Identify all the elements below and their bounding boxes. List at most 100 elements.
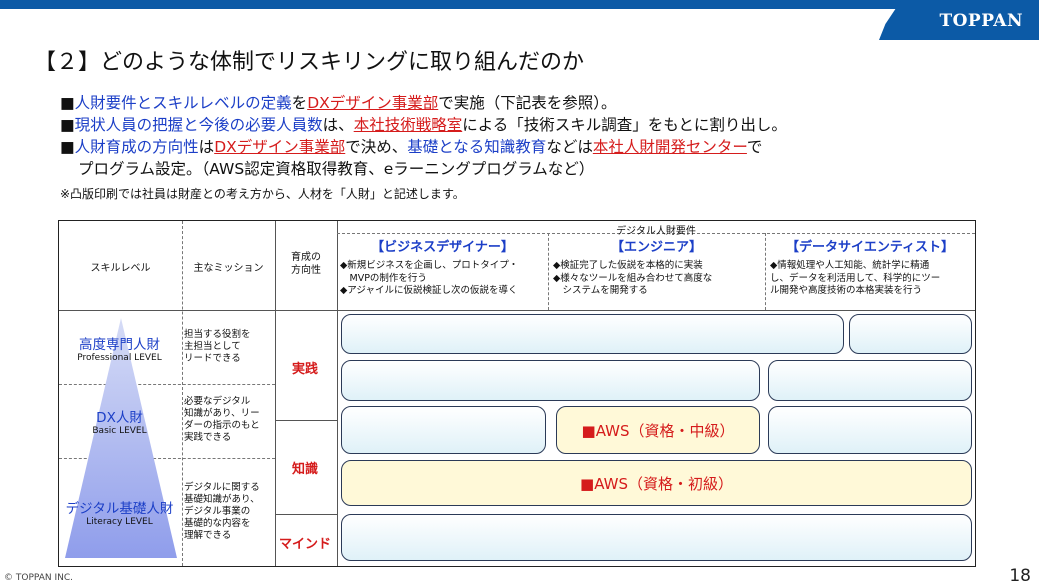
bullet-text: は、 (322, 116, 354, 134)
logo-tab (879, 0, 1039, 40)
mission-line: 基礎知識があり、 (184, 494, 260, 505)
bullet-text: 人財要件とスキルレベルの定義 (74, 94, 292, 112)
role-desc-line: ◆様々なツールを組み合わせて高度な (553, 272, 713, 284)
bullet-text: は (198, 138, 215, 156)
role-desc: ◆新規ビジネスを企画し、プロトタイプ・ MVPの制作を行う ◆アジャイルに仮説検… (337, 260, 548, 298)
program-pill (341, 360, 760, 401)
org-name: DXデザイン事業部 (214, 138, 346, 156)
program-pill (768, 406, 972, 454)
direction-practice: 実践 (291, 362, 318, 377)
bullet-text: 現状人員の把握と今後の必要人員数 (74, 116, 323, 134)
mission-line: 実践できる (184, 432, 232, 443)
role-title: 【データサイエンティスト】 (785, 240, 955, 255)
bullet-marker: ■ (60, 116, 75, 134)
role-desc: ◆検証完了した仮説を本格的に実装 ◆様々なツールを組み合わせて高度な システムを… (548, 260, 765, 298)
bullet-item: ■人財要件とスキルレベルの定義をDXデザイン事業部で実施（下記表を参照）。 (60, 92, 787, 114)
skills-table: スキルレベル 主なミッション 育成の 方向性 デジタル人財要件 【ビジネスデザイ… (58, 220, 976, 567)
top-accent-bar (0, 0, 1039, 9)
program-pill (341, 314, 844, 354)
role-desc: ◆情報処理や人工知能、統計学に精通 し、データを利活用して、科学的にツー ル開発… (765, 260, 975, 298)
aws-basic-label: ■AWS（資格・初級） (580, 474, 733, 493)
role-desc-line: ◆情報処理や人工知能、統計学に精通 (770, 260, 930, 271)
grid-line (275, 221, 276, 566)
bullet-text: による「技術スキル調査」をもとに割り出し。 (462, 116, 787, 134)
program-pill (768, 360, 972, 401)
bullet-continuation: プログラム設定。（AWS認定資格取得教育、eラーニングプログラムなど） (78, 160, 595, 178)
level-title: 高度専門人財 (79, 337, 160, 353)
toppan-logo: TOPPAN (939, 11, 1023, 31)
bullet-text: で実施（下記表を参照）。 (438, 94, 617, 112)
level-professional: 高度専門人財 Professional LEVEL (58, 333, 181, 363)
direction-knowledge: 知識 (291, 462, 318, 477)
level-subtitle: Literacy LEVEL (86, 517, 153, 527)
bullet-marker: ■ (60, 138, 75, 156)
program-pill (341, 514, 972, 561)
level-literacy: デジタル基礎人財 Literacy LEVEL (58, 497, 181, 527)
org-name: 本社技術戦略室 (353, 116, 463, 134)
level-title: デジタル基礎人財 (65, 501, 174, 517)
role-engineer: 【エンジニア】 ◆検証完了した仮説を本格的に実装 ◆様々なツールを組み合わせて高… (548, 236, 765, 298)
program-pill (341, 406, 546, 454)
aws-intermediate-label: ■AWS（資格・中級） (581, 421, 735, 440)
bullet-text: で決め、 (345, 138, 408, 156)
level-title: DX人財 (96, 410, 143, 426)
grid-line (59, 310, 975, 311)
header-digital-requirements: デジタル人財要件 (616, 226, 696, 237)
role-desc-line: ◆検証完了した仮説を本格的に実装 (553, 260, 703, 271)
level-subtitle: Professional LEVEL (77, 353, 162, 363)
role-desc-line: ◆新規ビジネスを企画し、プロトタイプ・ (340, 260, 519, 271)
page-number: 18 (1009, 566, 1031, 586)
mission-line: 理解できる (184, 530, 232, 541)
bullet-text: を (291, 94, 308, 112)
role-title: 【ビジネスデザイナー】 (371, 240, 514, 255)
bullet-marker: ■ (60, 94, 75, 112)
org-name: DXデザイン事業部 (307, 94, 439, 112)
role-data-scientist: 【データサイエンティスト】 ◆情報処理や人工知能、統計学に精通 し、データを利活… (765, 236, 975, 298)
mission-line: 必要なデジタル (184, 396, 251, 407)
mission-line: 主担当として (184, 341, 241, 352)
mission-literacy: デジタルに関する 基礎知識があり、 デジタル事業の 基礎的な内容を 理解できる (184, 482, 274, 542)
program-pill (849, 314, 972, 354)
mission-line: デジタルに関する (184, 482, 260, 493)
bullet-list: ■人財要件とスキルレベルの定義をDXデザイン事業部で実施（下記表を参照）。 ■現… (60, 92, 787, 180)
direction-mindset: マインド (278, 537, 331, 552)
mission-line: 基礎的な内容を (184, 518, 251, 529)
role-desc-line: ◆アジャイルに仮説検証し次の仮説を導く (340, 285, 518, 296)
role-business-designer: 【ビジネスデザイナー】 ◆新規ビジネスを企画し、プロトタイプ・ MVPの制作を行… (337, 236, 548, 298)
grid-line (337, 233, 975, 234)
footnote: ※凸版印刷では社員は財産との考え方から、人材を「人財」と記述します。 (60, 187, 465, 201)
aws-intermediate-pill: ■AWS（資格・中級） (556, 406, 760, 454)
level-basic: DX人財 Basic LEVEL (58, 406, 181, 436)
mission-line: ダーの指示のもと (184, 420, 260, 431)
role-desc-line: MVPの制作を行う (340, 272, 427, 284)
bullet-text: で (746, 138, 763, 156)
bullet-item: ■現状人員の把握と今後の必要人員数は、本社技術戦略室による「技術スキル調査」をも… (60, 114, 787, 136)
header-skill-level: スキルレベル (90, 263, 151, 274)
bullet-text: 基礎となる知識教育 (407, 138, 547, 156)
role-desc-line: し、データを利活用して、科学的にツー (770, 272, 941, 284)
role-desc-line: ル開発や高度技術の本格実装を行う (770, 285, 923, 296)
grid-line (59, 458, 275, 459)
header-mission: 主なミッション (193, 263, 264, 274)
role-title: 【エンジニア】 (610, 240, 702, 255)
bullet-text: などは (546, 138, 593, 156)
grid-line (59, 384, 275, 385)
mission-line: リードできる (184, 353, 241, 364)
grid-line (275, 514, 337, 515)
page-title: 【２】どのような体制でリスキリングに取り組んだのか (34, 50, 585, 75)
grid-line (182, 221, 183, 566)
grid-line (337, 221, 338, 566)
header-direction: 育成の 方向性 (291, 252, 321, 276)
bullet-text: 人財育成の方向性 (74, 138, 199, 156)
mission-basic: 必要なデジタル 知識があり、リー ダーの指示のもと 実践できる (184, 396, 274, 444)
copyright: © TOPPAN INC. (4, 573, 74, 583)
level-subtitle: Basic LEVEL (92, 426, 147, 436)
mission-line: 担当する役割を (184, 329, 251, 340)
grid-line (548, 233, 549, 310)
aws-basic-pill: ■AWS（資格・初級） (341, 460, 972, 506)
mission-line: 知識があり、リー (184, 408, 260, 419)
grid-line (765, 233, 766, 310)
role-desc-line: システムを開発する (553, 285, 648, 296)
bullet-item: ■人財育成の方向性はDXデザイン事業部で決め、基礎となる知識教育などは本社人財開… (60, 136, 787, 158)
org-name: 本社人財開発センター (592, 138, 747, 156)
